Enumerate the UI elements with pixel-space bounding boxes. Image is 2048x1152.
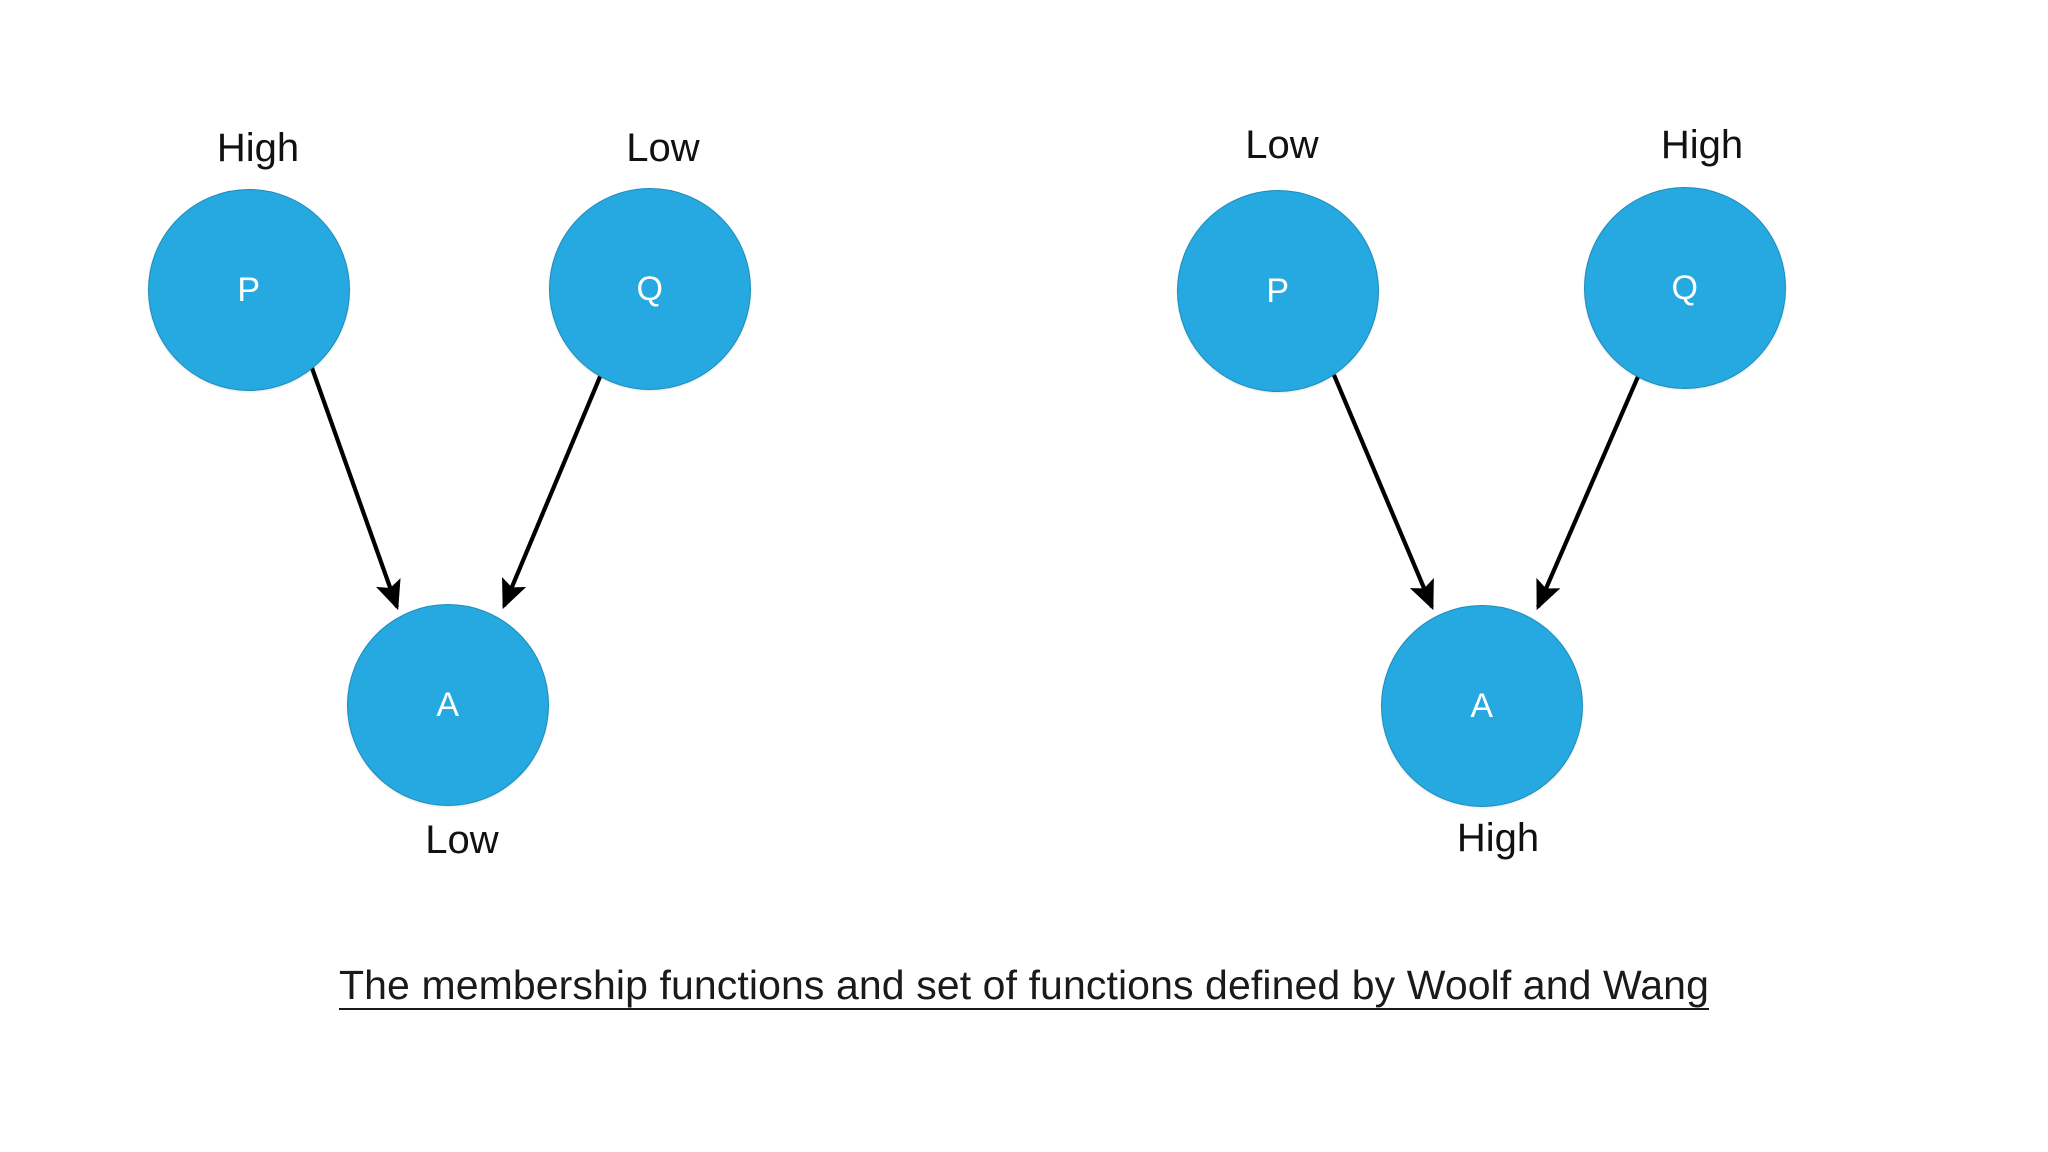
edge-right-p-to-a <box>1332 374 1434 611</box>
edge-right-q-to-a <box>1536 371 1642 611</box>
node-right-q[interactable]: Q <box>1584 187 1786 389</box>
figure-caption: The membership functions and set of func… <box>339 962 1709 1008</box>
node-right-a-label: A <box>1470 687 1494 725</box>
node-left-a-label: A <box>436 686 460 724</box>
state-label-left-a: Low <box>425 818 499 862</box>
node-right-p-label: P <box>1266 272 1290 310</box>
node-left-a[interactable]: A <box>347 604 549 806</box>
node-right-q-label: Q <box>1671 269 1699 307</box>
state-label-left-q: Low <box>626 126 700 170</box>
node-left-q[interactable]: Q <box>549 188 751 390</box>
node-left-q-label: Q <box>636 270 664 308</box>
edge-left-p-to-a <box>310 367 401 611</box>
node-left-p-label: P <box>237 271 261 309</box>
node-left-p[interactable]: P <box>148 189 350 391</box>
node-right-a[interactable]: A <box>1381 605 1583 807</box>
state-label-left-p: High <box>216 126 300 170</box>
state-label-right-q: High <box>1660 123 1744 167</box>
state-label-right-a: High <box>1456 816 1540 860</box>
node-right-p[interactable]: P <box>1177 190 1379 392</box>
state-label-right-p: Low <box>1245 123 1319 167</box>
edge-left-q-to-a <box>502 371 604 610</box>
